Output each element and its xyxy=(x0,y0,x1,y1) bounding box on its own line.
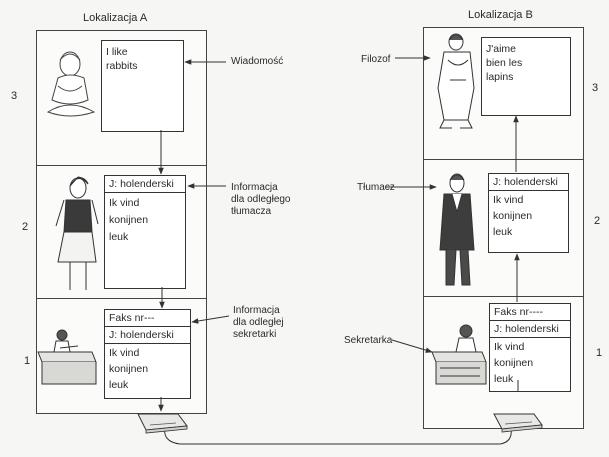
message-line: J'aime xyxy=(486,43,517,55)
message-line: Ik vind xyxy=(493,194,524,206)
message-line: leuk xyxy=(493,226,513,238)
message-line: konijnen xyxy=(109,363,149,375)
message-line: konijnen xyxy=(494,357,534,369)
message-line: Ik vind xyxy=(109,197,140,209)
location-b-divider-2-1 xyxy=(424,296,583,297)
message-line: Ik vind xyxy=(109,347,140,359)
modem-a-icon xyxy=(137,413,188,434)
secretary-pointer xyxy=(391,339,433,353)
fax-header: Faks nr---- xyxy=(490,304,570,321)
message-line: leuk xyxy=(494,373,514,385)
secretary-label: Sekretarka xyxy=(344,335,393,346)
language-header: J: holenderski xyxy=(490,321,570,338)
info-translator-label: Informacja dla odległego tłumacza xyxy=(231,182,291,218)
location-b-message-box-1: Faks nr---- J: holenderski Ik vind konij… xyxy=(489,303,571,392)
label-line: sekretarki xyxy=(233,329,277,340)
message-label: Wiadomość xyxy=(231,56,284,67)
info-secretary-label: Informacja dla odległej sekretarki xyxy=(233,305,284,341)
meditating-person-icon xyxy=(46,51,96,117)
location-a-level-2: 2 xyxy=(22,221,29,233)
location-a-message-box-3: I like rabbits xyxy=(101,40,184,132)
label-line: dla odległego xyxy=(231,194,291,205)
philosopher-label: Filozof xyxy=(361,54,391,65)
message-line: I like xyxy=(106,46,128,58)
location-a-title: Lokalizacja A xyxy=(83,12,148,24)
location-b-level-2: 2 xyxy=(594,215,601,227)
location-b-title: Lokalizacja B xyxy=(468,9,533,21)
modem-b-icon xyxy=(493,413,543,433)
language-header: J: holenderski xyxy=(105,176,185,193)
location-a-message-box-1: Faks nr--- J: holenderski Ik vind konijn… xyxy=(104,309,191,399)
secretary-at-desk-icon xyxy=(37,329,97,385)
message-line: lapins xyxy=(486,71,514,83)
message-line: konijnen xyxy=(109,214,149,226)
connection-line xyxy=(164,425,512,445)
location-b-level-3: 3 xyxy=(592,82,599,94)
translator-label: Tłumacz xyxy=(357,182,395,193)
woman-figure-icon xyxy=(55,176,99,290)
message-line: leuk xyxy=(109,231,129,243)
label-line: Informacja xyxy=(233,305,280,316)
label-line: tłumacza xyxy=(231,206,272,217)
location-b-message-box-3: J'aime bien les lapins xyxy=(481,37,571,116)
location-a-level-3: 3 xyxy=(11,90,18,102)
message-line: Ik vind xyxy=(494,341,525,353)
location-b-message-box-2: J: holenderski Ik vind konijnen leuk xyxy=(488,173,569,253)
message-line: konijnen xyxy=(493,210,533,222)
fax-header: Faks nr--- xyxy=(105,310,190,327)
message-line: leuk xyxy=(109,379,129,391)
location-b-divider-3-2 xyxy=(424,159,583,160)
label-line: dla odległej xyxy=(233,317,284,328)
message-line: bien les xyxy=(486,57,523,69)
info-secretary-pointer xyxy=(191,315,230,324)
philosopher-figure-icon xyxy=(437,33,475,129)
location-b-level-1: 1 xyxy=(596,347,603,359)
language-header: J: holenderski xyxy=(489,174,568,191)
location-a-divider-2-1 xyxy=(37,298,206,299)
language-header: J: holenderski xyxy=(105,327,190,344)
location-a-divider-3-2 xyxy=(37,165,206,166)
location-a-level-1: 1 xyxy=(24,355,31,367)
message-line: rabbits xyxy=(106,60,138,72)
secretary-at-desk-b-icon xyxy=(431,324,487,385)
label-line: Informacja xyxy=(231,182,278,193)
translator-figure-icon xyxy=(439,173,475,286)
location-a-message-box-2: J: holenderski Ik vind konijnen leuk xyxy=(104,175,186,289)
